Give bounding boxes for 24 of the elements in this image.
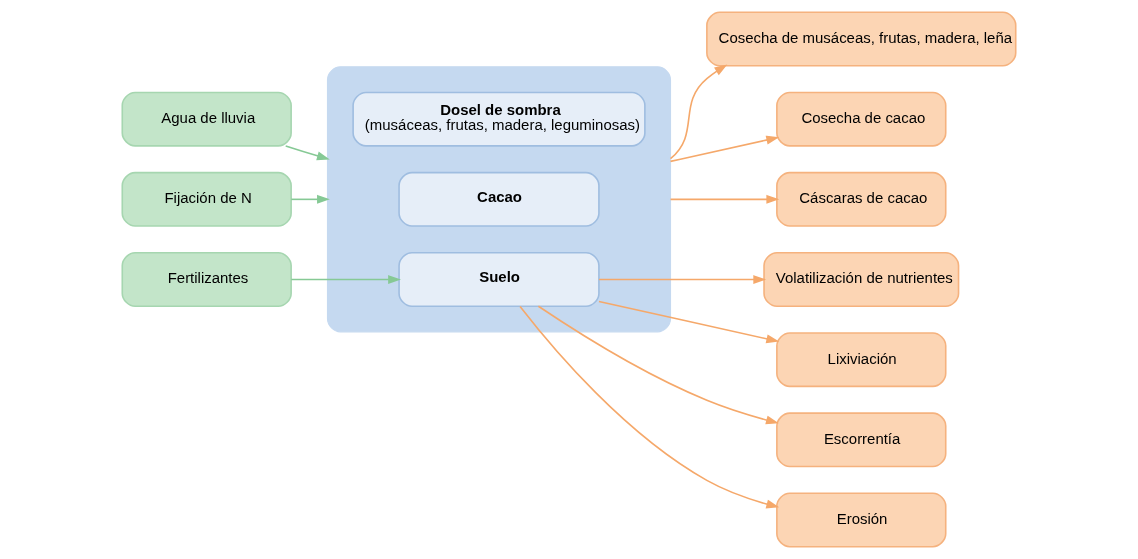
arrow [290,194,330,204]
arrow [519,305,780,509]
node-box: Erosión [776,492,947,548]
arrow [598,275,767,284]
node-box: Escorrentía [776,412,947,468]
arrow [290,275,401,284]
arrow [669,64,728,160]
arrow [284,145,330,161]
node-box: Lixiviación [776,332,947,388]
node-box: Agua de lluvia [121,91,292,147]
node-box: Cosecha de cacao [776,91,947,147]
cluster [326,66,672,333]
node-box: Cáscaras de cacao [776,171,947,227]
node-box: Cosecha de musáceas, frutas, madera, leña [706,11,1017,67]
node-box: Dosel de sombra (musáceas, frutas, madera, leguminosas) [352,91,646,147]
arrow [537,305,779,425]
node-box: Suelo [398,252,600,308]
node-box: Fertilizantes [121,252,292,308]
arrow [669,135,780,163]
arrow [669,194,780,204]
node-box: Volatilización de nutrientes [763,252,960,308]
node-box: Fijación de N [121,171,292,227]
arrow [598,300,780,344]
node-box: Cacao [398,171,600,227]
